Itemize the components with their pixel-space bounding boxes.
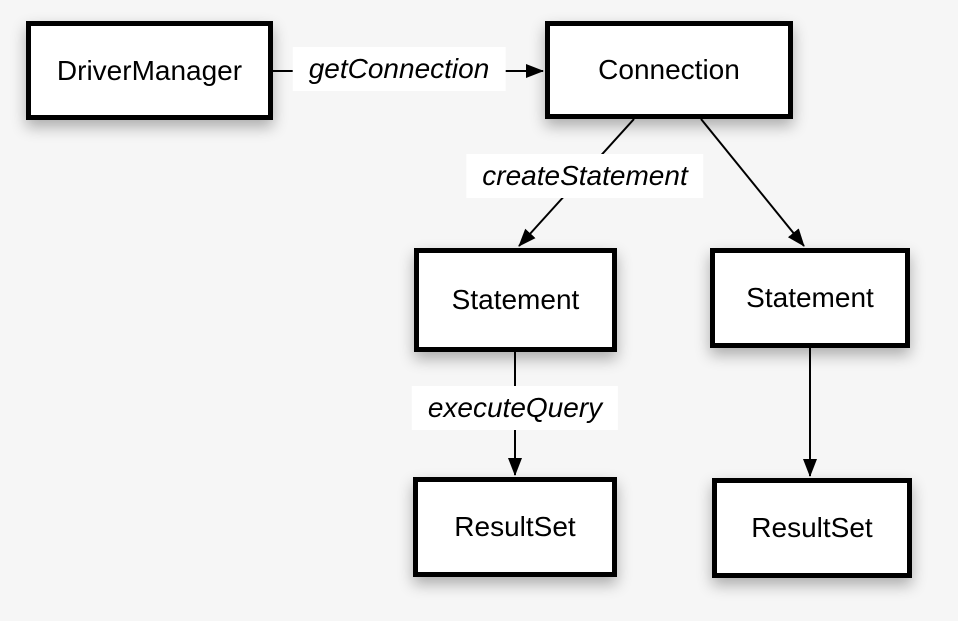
node-connection-label: Connection bbox=[598, 54, 740, 85]
node-resultset-right-label: ResultSet bbox=[751, 512, 873, 543]
node-statement-left: Statement bbox=[414, 248, 617, 352]
node-resultset-left-label: ResultSet bbox=[454, 511, 576, 542]
edge-connection-statement-right bbox=[700, 118, 805, 247]
edge-label-createstatement: createStatement bbox=[466, 154, 704, 198]
node-statement-left-label: Statement bbox=[451, 284, 580, 315]
node-resultset-right: ResultSet bbox=[712, 478, 912, 578]
node-drivermanager: DriverManager bbox=[26, 21, 273, 120]
edge-label-executequery: executeQuery bbox=[411, 386, 619, 430]
node-drivermanager-label: DriverManager bbox=[56, 54, 243, 86]
node-statement-right-label: Statement bbox=[746, 282, 874, 313]
node-resultset-left: ResultSet bbox=[413, 477, 617, 577]
edge-label-getconnection: getConnection bbox=[292, 47, 506, 91]
node-statement-right: Statement bbox=[710, 248, 910, 348]
node-connection: Connection bbox=[545, 21, 793, 119]
